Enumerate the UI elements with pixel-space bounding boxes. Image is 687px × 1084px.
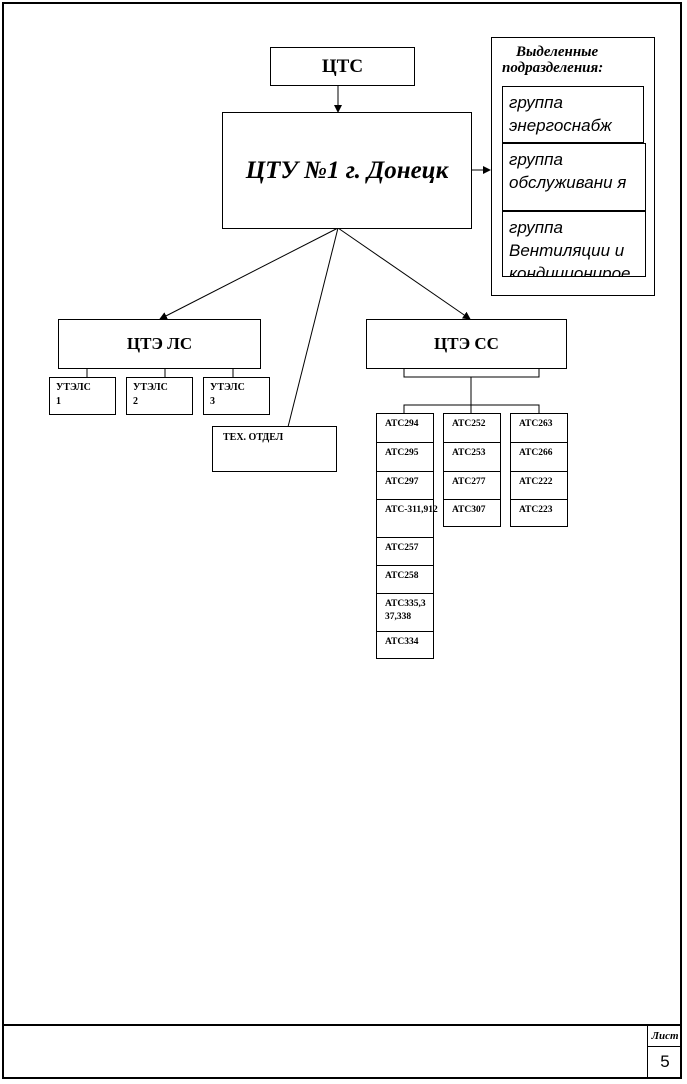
title-block: Лист 5 (2, 1024, 682, 1079)
ats-cell: АТС222 (511, 472, 567, 500)
ats-cell: АТС223 (519, 505, 553, 515)
sheet-number: 5 (660, 1052, 670, 1071)
cts-box: ЦТС (270, 47, 415, 86)
ats-cell: АТС294 (377, 414, 433, 443)
ats-cell: АТС-311,912 (377, 500, 438, 538)
utels-1-label: УТЭЛС (56, 382, 91, 393)
ats-cell: АТС297 (377, 472, 433, 500)
group-energy-label: группа энергоснабж (509, 93, 612, 135)
ctu-box: ЦТУ №1 г. Донецк (222, 112, 472, 229)
ats-cell: АТС253 (444, 443, 500, 472)
sheet-cell: Лист 5 (647, 1026, 682, 1079)
ats-column-2: АТС252 АТС253 АТС277 АТС307 (443, 413, 501, 527)
ats-cell: АТС277 (444, 472, 500, 500)
allocated-units-panel: Выделенные подразделения: группа энергос… (491, 37, 655, 296)
ats-column-1: АТС294 АТС295 АТС297 АТС-311,912 АТС257 … (376, 413, 438, 659)
tech-dept-box: ТЕХ. ОТДЕЛ (212, 426, 337, 472)
allocated-units-title: Выделенные подразделения: (502, 44, 603, 76)
ats-cell: АТС295 (377, 443, 433, 472)
utels-1: УТЭЛС 1 (49, 377, 116, 415)
group-service-label: группа обслуживани я (509, 150, 627, 192)
cte-ss-box: ЦТЭ СС (366, 319, 567, 369)
ats-cell: АТС257 (377, 538, 433, 566)
ats-cell: АТС266 (511, 443, 567, 472)
sheet-label: Лист (648, 1026, 682, 1047)
cte-ls-box: ЦТЭ ЛС (58, 319, 261, 369)
ctu-title: ЦТУ №1 г. Донецк (245, 156, 449, 184)
tech-dept-label: ТЕХ. ОТДЕЛ (223, 432, 284, 443)
utels-2: УТЭЛС 2 (126, 377, 193, 415)
utels-3-number: 3 (210, 396, 215, 407)
ats-cell: АТС258 (377, 566, 433, 594)
group-service: группа обслуживани я (502, 143, 646, 211)
group-energy: группа энергоснабж (502, 86, 644, 143)
allocated-title-line1: Выделенные (516, 44, 599, 60)
ats-cell: АТС263 (511, 414, 567, 443)
ats-cell: АТС307 (452, 505, 486, 515)
utels-2-number: 2 (133, 396, 138, 407)
ats-cell: АТС335,337,338 (377, 594, 433, 632)
ats-column-3: АТС263 АТС266 АТС222 АТС223 (510, 413, 568, 527)
utels-1-number: 1 (56, 396, 61, 407)
group-ventilation-label: группа Вентиляции и кондиционирое (509, 218, 631, 277)
group-ventilation: группа Вентиляции и кондиционирое (502, 211, 646, 277)
ats-cell: АТС252 (444, 414, 500, 443)
utels-3: УТЭЛС 3 (203, 377, 270, 415)
utels-3-label: УТЭЛС (210, 382, 245, 393)
ats-cell: АТС334 (385, 637, 419, 647)
utels-2-label: УТЭЛС (133, 382, 168, 393)
allocated-title-line2: подразделения: (502, 60, 604, 76)
